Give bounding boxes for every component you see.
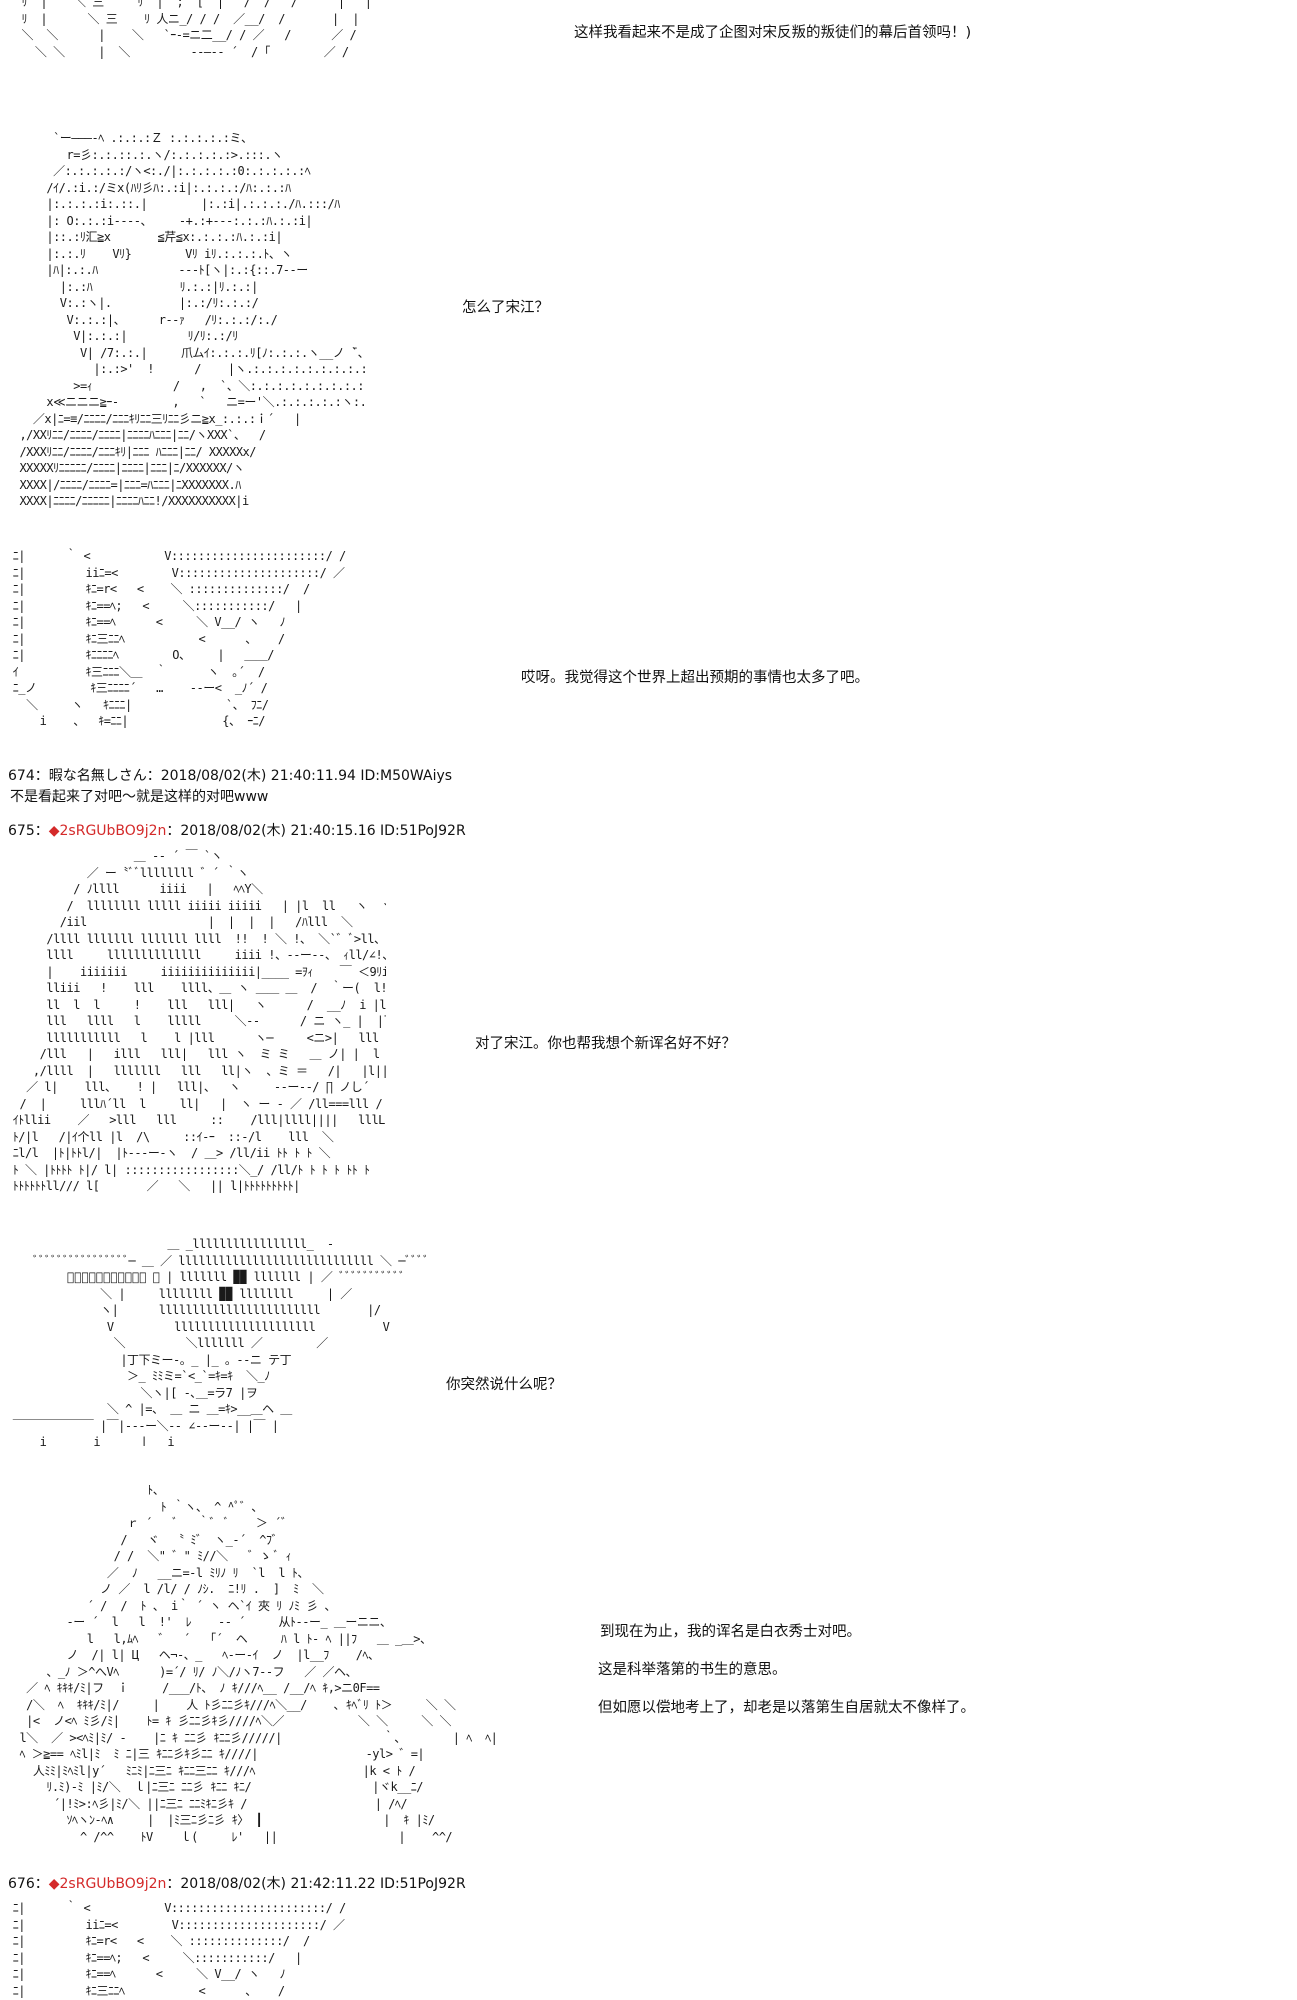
dialogue-line: 到现在为止，我的诨名是白衣秀士对吧。 [600,1624,861,1640]
diamond-icon: ◆ [48,1876,60,1892]
dialogue-line: 怎么了宋江？ [462,300,549,316]
post-datetime-id: ：2018/08/02(木) 21:42:11.22 ID:51PoJ92R [166,1876,466,1892]
dialogue-line: 对了宋江。你也帮我想个新诨名好不好？ [475,1036,736,1052]
ascii-art-character-scholar: ﾄ、 ﾄ ｀ヽ、 ^ ^ﾟ゛、 ｒ ´ ﾞ ｀゛ ﾞ ＞ ´゛ / ヾ 〝 ﾐ゛… [19,1483,498,1844]
tripcode: 2sRGUbBO9j2n [59,1876,167,1892]
post-number: 674 [8,768,35,784]
post-header: 675：◆2sRGUbBO9j2n：2018/08/02(木) 21:40:15… [8,820,466,840]
post-datetime-id: ：2018/08/02(木) 21:40:15.16 ID:51PoJ92R [166,823,466,839]
ascii-art-character-arms: ﾆ| ｀ < V:::::::::::::::::::::::/ / ﾆ| ii… [12,549,347,728]
ascii-art-character-shadowed: ＿ _lllllllllllllllll_ ‐ ﾞﾞﾞﾞﾞﾞﾞﾞﾞﾞﾞﾞﾞﾞﾞﾞ… [12,1237,426,1446]
ascii-art-top-fragment: ﾘ | ＼ 三 ﾘ | ; [ | / / / | | ﾘ | ＼ 三 ﾘ 人ニ… [21,0,372,59]
ascii-art-character-hair: ＿ -‐ ´ ￣ `ヽ ／ ー〝ﾞﾞllllllll ゛´ ｀ヽ / ﾉllll… [12,849,386,1193]
diamond-icon: ◆ [48,823,60,839]
post-datetime-id: ：2018/08/02(木) 21:40:11.94 ID:M50WAiys [146,768,453,784]
post-number: 676 [8,1876,35,1892]
ascii-art-character-smiling: `ー―――-ﾍ .:.:.:Ｚ :.:.:.:.:ミ、 r=彡:.:.::.:.… [19,131,366,508]
separator: ： [34,823,49,839]
separator: ： [34,768,49,784]
separator: ： [34,1876,49,1892]
dialogue-line: 但如愿以偿地考上了，却老是以落第生自居就太不像样了。 [598,1700,975,1716]
post-header: 676：◆2sRGUbBO9j2n：2018/08/02(木) 21:42:11… [8,1873,466,1893]
dialogue-line: 哎呀。我觉得这个世界上超出预期的事情也太多了吧。 [521,670,869,686]
ascii-art-bottom-fragment: ﾆ| ｀ < V:::::::::::::::::::::::/ / ﾆ| ii… [12,1901,347,1998]
post-number: 675 [8,823,35,839]
dialogue-line: 这样我看起来不是成了企图对宋反叛的叛徒们的幕后首领吗！) [574,25,972,41]
dialogue-line: 你突然说什么呢？ [446,1377,562,1393]
post-header: 674：暇な名無しさん：2018/08/02(木) 21:40:11.94 ID… [8,765,452,785]
poster-name: 暇な名無しさん [48,768,147,784]
tripcode: 2sRGUbBO9j2n [59,823,167,839]
post-body: 不是看起来了对吧～就是这样的对吧www [10,789,269,805]
dialogue-line: 这是科举落第的书生的意思。 [598,1662,787,1678]
